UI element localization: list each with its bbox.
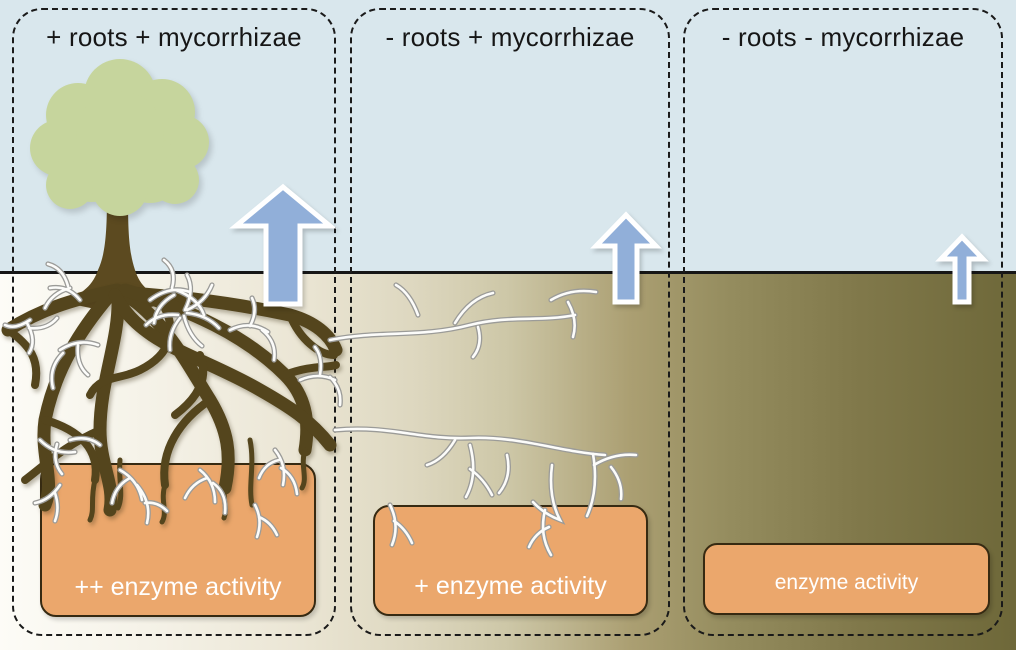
panel-no-roots-no-mycorrhizae: - roots - mycorrhizae <box>683 8 1003 636</box>
panel-label: - roots - mycorrhizae <box>721 22 965 52</box>
enzyme-activity-box-medium: + enzyme activity <box>373 505 648 616</box>
enzyme-activity-label: ++ enzyme activity <box>74 573 282 601</box>
enzyme-activity-label: + enzyme activity <box>414 572 607 600</box>
enzyme-activity-box-low: enzyme activity <box>703 543 990 615</box>
enzyme-activity-label: enzyme activity <box>774 571 919 594</box>
ground-surface-line <box>0 271 1016 274</box>
enzyme-activity-box-high: ++ enzyme activity <box>40 463 316 617</box>
panel-label: + roots + mycorrhizae <box>46 22 302 52</box>
panel-label: - roots + mycorrhizae <box>385 22 635 52</box>
